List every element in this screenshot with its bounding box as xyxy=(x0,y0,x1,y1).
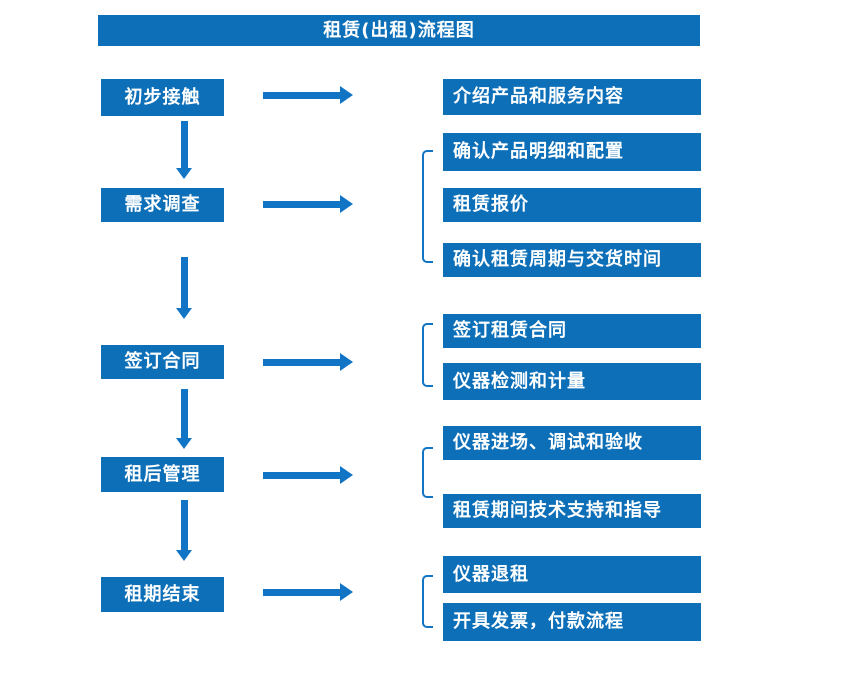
arrow-shaft xyxy=(180,389,188,438)
down-arrow-icon xyxy=(176,257,192,319)
step-box-initial-contact: 初步接触 xyxy=(101,79,224,116)
arrow-shaft xyxy=(263,471,340,479)
right-arrow-icon xyxy=(263,86,353,104)
detail-box-instrument-return: 仪器退租 xyxy=(443,556,701,593)
down-arrow-icon xyxy=(176,389,192,449)
arrow-head xyxy=(340,583,353,601)
arrow-shaft xyxy=(263,588,340,596)
arrow-shaft xyxy=(180,500,188,550)
step-box-sign-contract: 签订合同 xyxy=(101,345,224,379)
detail-box-introduce-products: 介绍产品和服务内容 xyxy=(443,79,701,115)
group-bracket-icon xyxy=(422,575,433,628)
arrow-shaft xyxy=(263,200,340,208)
group-bracket-icon xyxy=(422,150,433,263)
detail-box-instrument-testing: 仪器检测和计量 xyxy=(443,363,701,400)
arrow-head xyxy=(340,86,353,104)
arrow-shaft xyxy=(263,358,340,366)
arrow-shaft xyxy=(263,91,340,99)
right-arrow-icon xyxy=(263,466,353,484)
step-box-lease-end: 租期结束 xyxy=(101,577,224,612)
right-arrow-icon xyxy=(263,195,353,213)
arrow-head xyxy=(176,168,192,179)
down-arrow-icon xyxy=(176,121,192,179)
arrow-head xyxy=(176,438,192,449)
detail-box-invoice-payment: 开具发票，付款流程 xyxy=(443,603,701,641)
detail-box-confirm-product-config: 确认产品明细和配置 xyxy=(443,133,701,171)
group-bracket-icon xyxy=(422,323,433,387)
arrow-shaft xyxy=(180,121,188,168)
group-bracket-icon xyxy=(422,447,433,498)
detail-box-sign-rental-contract: 签订租赁合同 xyxy=(443,314,701,348)
arrow-head xyxy=(340,195,353,213)
detail-box-instrument-setup-acceptance: 仪器进场、调试和验收 xyxy=(443,426,701,460)
detail-box-rental-quote: 租赁报价 xyxy=(443,188,701,222)
arrow-head xyxy=(340,466,353,484)
step-box-demand-survey: 需求调查 xyxy=(101,188,224,222)
right-arrow-icon xyxy=(263,353,353,371)
arrow-shaft xyxy=(180,257,188,308)
right-arrow-icon xyxy=(263,583,353,601)
arrow-head xyxy=(340,353,353,371)
arrow-head xyxy=(176,308,192,319)
detail-box-confirm-period-delivery: 确认租赁周期与交货时间 xyxy=(443,243,701,277)
step-box-post-rental-management: 租后管理 xyxy=(101,457,224,492)
page-title: 租赁(出租)流程图 xyxy=(98,15,700,46)
arrow-head xyxy=(176,550,192,561)
down-arrow-icon xyxy=(176,500,192,561)
detail-box-technical-support: 租赁期间技术支持和指导 xyxy=(443,494,701,528)
